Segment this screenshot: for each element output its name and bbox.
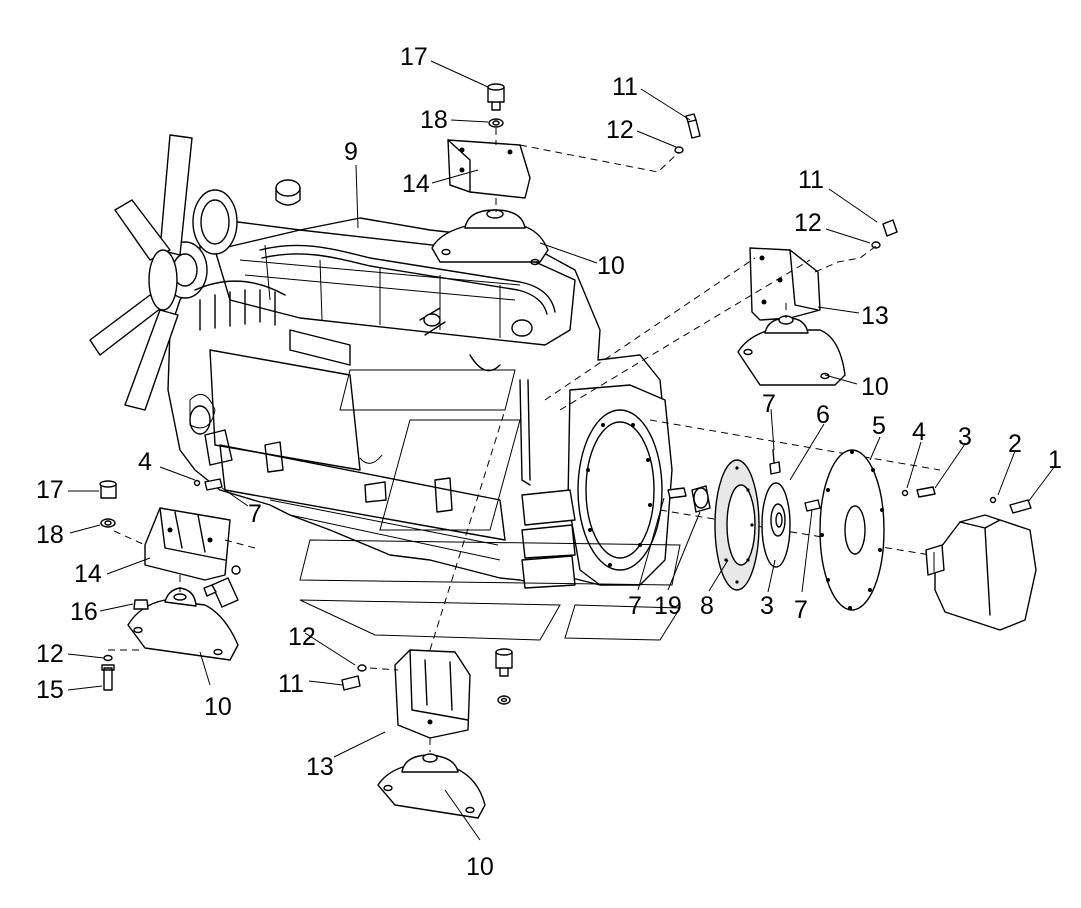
coupling-assembly — [649, 419, 1037, 631]
callout-10-left: 10 — [204, 693, 232, 721]
callout-16: 16 — [70, 598, 98, 626]
callout-18-top: 18 — [420, 106, 448, 134]
callout-17-left: 17 — [36, 476, 64, 504]
callout-5: 5 — [872, 412, 886, 440]
right-engine-mount — [737, 219, 898, 386]
callout-19: 19 — [654, 592, 682, 620]
callout-9: 9 — [344, 138, 358, 166]
callout-7-lower: 7 — [628, 592, 642, 620]
callout-13-right: 13 — [861, 302, 889, 330]
callout-8: 8 — [700, 592, 714, 620]
callout-13-bottom: 13 — [306, 753, 334, 781]
callout-1: 1 — [1048, 446, 1062, 474]
callout-15: 15 — [36, 676, 64, 704]
callout-labels: 17 18 14 9 11 12 10 11 12 13 10 7 6 5 4 … — [36, 43, 1062, 881]
callout-17-top: 17 — [400, 43, 428, 71]
callout-12-right: 12 — [794, 209, 822, 237]
callout-14-top: 14 — [402, 170, 430, 198]
top-engine-mount — [431, 83, 701, 266]
callout-11-top: 11 — [612, 73, 638, 101]
callout-3-lower: 3 — [760, 592, 774, 620]
callout-14-left: 14 — [74, 560, 102, 588]
callout-7-left: 7 — [248, 500, 262, 528]
leader-lines — [67, 60, 1056, 841]
callout-12-top: 12 — [606, 116, 634, 144]
callout-7-right: 7 — [794, 596, 808, 624]
callout-7-upper: 7 — [762, 390, 776, 418]
callout-4-right: 4 — [912, 418, 926, 446]
callout-10-bottom: 10 — [466, 853, 494, 881]
callout-12-left: 12 — [36, 640, 64, 668]
callout-12-mid: 12 — [288, 623, 316, 651]
callout-11-mid: 11 — [278, 670, 304, 698]
callout-10-top: 10 — [597, 252, 625, 280]
engine-assembly — [89, 134, 673, 589]
left-engine-mount — [99, 478, 256, 691]
callout-10-right: 10 — [861, 373, 889, 401]
callout-11-right: 11 — [798, 166, 824, 194]
callout-3-right: 3 — [958, 423, 972, 451]
callout-6: 6 — [816, 401, 830, 429]
callout-2: 2 — [1008, 430, 1022, 458]
callout-4-left: 4 — [138, 448, 152, 476]
callout-18-left: 18 — [36, 521, 64, 549]
watermark-outline — [299, 369, 681, 641]
